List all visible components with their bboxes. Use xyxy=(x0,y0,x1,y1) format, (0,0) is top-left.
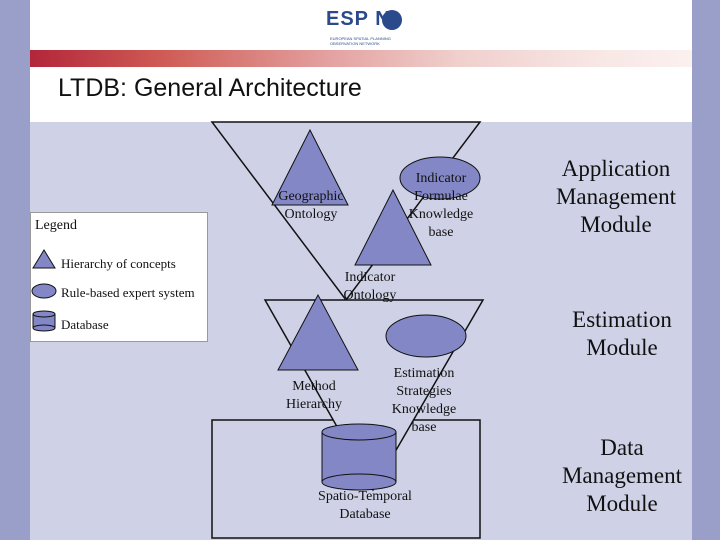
estimation-module-label: Estimation Module xyxy=(572,307,672,360)
slide: ESP N EUROPEAN SPATIAL PLANNING OBSERVAT… xyxy=(30,0,692,540)
legend-ellipse-icon xyxy=(31,283,57,299)
geographic-ontology-label: Geographic Ontology xyxy=(278,189,344,222)
indicator-formulae-triangle xyxy=(354,188,432,266)
geographic-ontology-triangle xyxy=(271,128,349,206)
data-module-label: Data Management Module xyxy=(561,435,683,516)
espon-logo-subtitle: EUROPEAN SPATIAL PLANNING OBSERVATION NE… xyxy=(330,36,391,46)
decorative-strip xyxy=(30,50,692,67)
estimation-strategies-ellipse xyxy=(385,314,467,358)
slide-title: LTDB: General Architecture xyxy=(58,74,362,102)
legend-label-database: Database xyxy=(61,317,109,332)
method-hierarchy-label: Method Hierarchy xyxy=(286,379,342,412)
indicator-formulae-label: Indicator Formulae Knowledge base xyxy=(408,171,474,240)
estimation-strategies-label: Estimation Strategies Knowledge base xyxy=(391,366,457,435)
legend-cylinder-icon xyxy=(32,310,56,332)
legend-label-rule-based: Rule-based expert system xyxy=(61,285,195,300)
header: ESP N EUROPEAN SPATIAL PLANNING OBSERVAT… xyxy=(30,0,692,122)
legend-triangle-icon xyxy=(32,249,56,269)
eu-stars-icon xyxy=(382,10,402,30)
method-hierarchy-triangle xyxy=(277,293,359,371)
legend-label-hierarchy: Hierarchy of concepts xyxy=(61,256,176,271)
spatio-temporal-cylinder xyxy=(321,423,397,491)
indicator-ontology-ellipse xyxy=(399,156,481,200)
indicator-ontology-label: Indicator Ontology xyxy=(343,270,397,303)
legend-title: Legend xyxy=(35,218,77,233)
application-module-label: Application Management Module xyxy=(555,156,677,237)
spatio-temporal-label: Spatio-Temporal Database xyxy=(318,489,412,522)
espon-logo: ESP N xyxy=(326,8,391,30)
legend-box xyxy=(30,212,208,342)
